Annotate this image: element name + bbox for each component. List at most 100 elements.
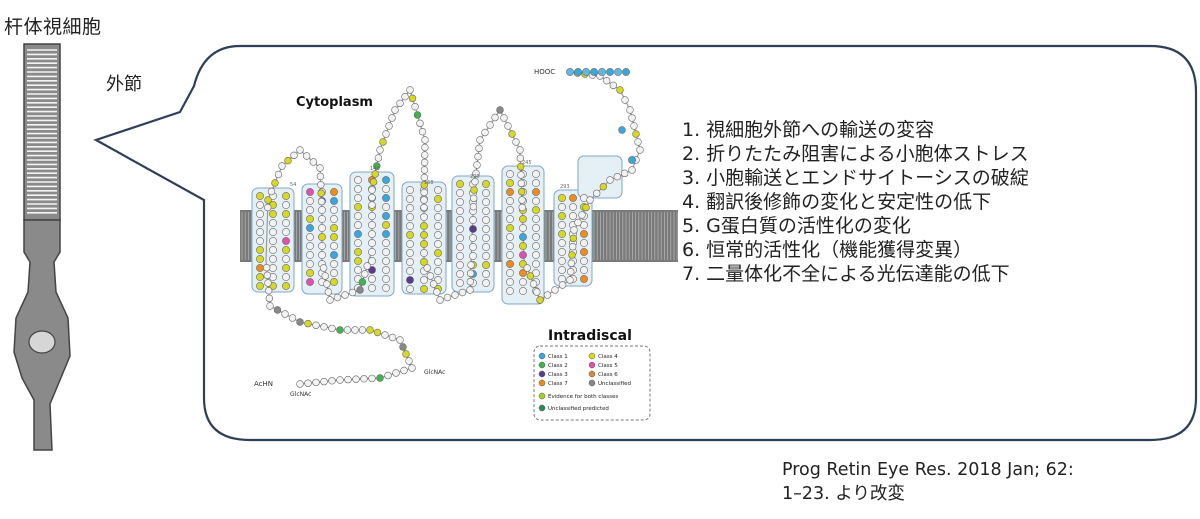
residue [456, 243, 464, 251]
residue [354, 194, 362, 202]
residue [382, 203, 390, 211]
residue [288, 314, 297, 322]
residue [354, 185, 362, 193]
residue [616, 86, 624, 94]
residue [382, 266, 390, 274]
residue [434, 204, 442, 212]
residue [344, 375, 352, 384]
residue [519, 233, 527, 241]
residue [368, 248, 376, 256]
residue [580, 266, 588, 274]
residue [324, 288, 333, 296]
residue [582, 203, 590, 212]
residue [356, 286, 364, 294]
residue [602, 76, 611, 85]
residue [469, 225, 477, 233]
residue [420, 258, 428, 266]
residue [330, 242, 338, 250]
residue [569, 203, 577, 211]
residue [354, 203, 362, 211]
residue [434, 240, 442, 248]
residue [420, 285, 428, 293]
residue [330, 278, 338, 286]
residue [266, 302, 274, 310]
residue [482, 225, 490, 233]
residue [406, 276, 414, 284]
outer-segment [23, 43, 61, 221]
residue [358, 326, 367, 334]
residue [382, 212, 390, 220]
outer-segment-label: 外節 [106, 74, 142, 95]
residue [609, 81, 618, 90]
residue [519, 278, 527, 286]
n-terminus-label: AcHN [254, 380, 273, 388]
residue [317, 181, 325, 189]
residue [368, 193, 376, 202]
residue [256, 219, 264, 227]
residue [406, 285, 414, 293]
residue [269, 237, 277, 245]
residue [532, 215, 540, 223]
residue [406, 231, 414, 239]
residue [269, 228, 277, 236]
citation-line-1: Prog Retin Eye Res. 2018 Jan; 62: [782, 460, 1074, 480]
residue [354, 230, 362, 238]
residue [482, 243, 490, 251]
residue [482, 279, 490, 287]
residue [613, 172, 622, 181]
residue [376, 374, 384, 382]
residue [558, 266, 566, 274]
residue [413, 111, 422, 119]
residue [469, 243, 477, 251]
residue [482, 216, 490, 224]
residue [321, 272, 329, 280]
residue [368, 221, 376, 229]
residue [508, 130, 516, 138]
residue [482, 270, 490, 278]
residue [282, 273, 290, 281]
residue [401, 92, 409, 101]
helix-number: 293 [560, 184, 570, 190]
residue [282, 282, 290, 290]
residue [368, 186, 376, 194]
residue [599, 182, 608, 191]
legend-swatch [538, 392, 546, 400]
residue [306, 242, 314, 250]
residue [406, 195, 414, 203]
residue [506, 179, 514, 187]
legend-label: Class 2 [548, 363, 568, 369]
residue [264, 286, 273, 295]
residue [400, 366, 408, 375]
residue [306, 215, 314, 223]
residue [354, 266, 362, 274]
residue [264, 196, 272, 204]
residue [354, 239, 362, 247]
residue [271, 179, 279, 187]
residue [269, 219, 277, 227]
residue [306, 233, 314, 241]
residue [620, 169, 629, 178]
residue [622, 68, 630, 76]
residue [306, 188, 314, 196]
residue [569, 194, 577, 202]
residue [381, 331, 389, 339]
residue [406, 186, 414, 194]
residue [482, 234, 490, 242]
residue [423, 264, 431, 272]
residue [256, 192, 264, 200]
residue [469, 252, 477, 260]
residue [343, 326, 352, 334]
residue [456, 279, 464, 287]
residue [636, 146, 644, 154]
residue [420, 213, 428, 221]
residue [456, 261, 464, 269]
residue [456, 234, 464, 242]
residue [406, 213, 414, 221]
residue [330, 215, 338, 223]
residue [598, 68, 606, 76]
residue [434, 267, 442, 275]
